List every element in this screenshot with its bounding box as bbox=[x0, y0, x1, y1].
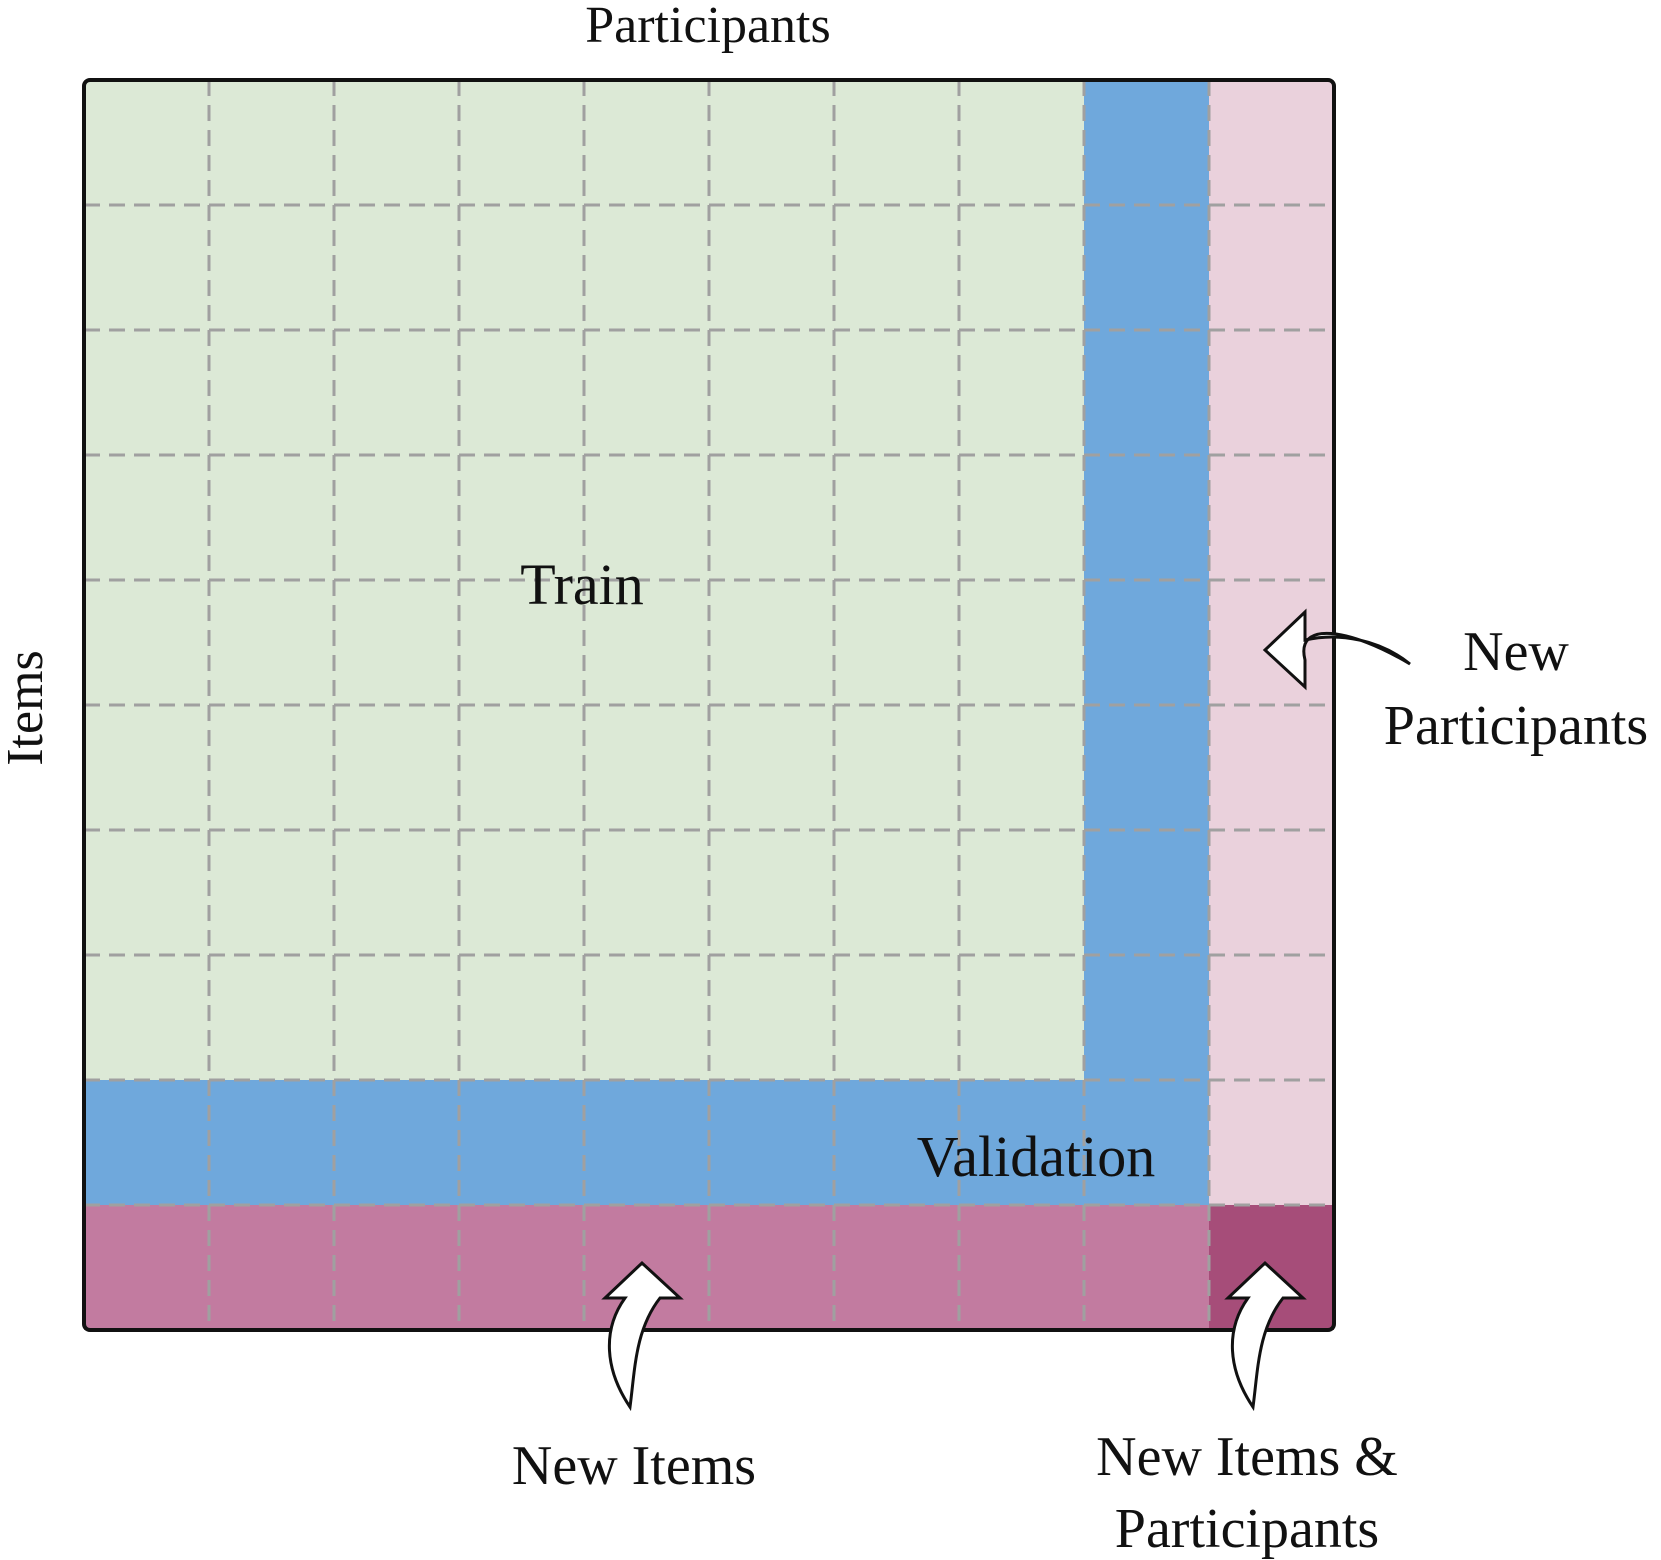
matrix-border bbox=[82, 78, 1336, 1332]
validation-label: Validation bbox=[917, 1124, 1155, 1189]
new-items-label: New Items bbox=[512, 1435, 756, 1497]
train-label: Train bbox=[520, 552, 644, 617]
new-items-arrow-icon bbox=[601, 1260, 684, 1412]
new-items-and-participants-arrow-icon bbox=[1224, 1260, 1307, 1412]
new-items-and-participants-label-line2: Participants bbox=[1115, 1498, 1379, 1560]
left-axis-label: Items bbox=[0, 650, 54, 766]
new-participants-label-line2: Participants bbox=[1384, 695, 1648, 757]
new-participants-arrow-icon bbox=[1262, 608, 1411, 691]
top-axis-label: Participants bbox=[585, 0, 831, 54]
matrix-gridlines bbox=[84, 80, 1334, 1330]
new-participants-label-line1: New bbox=[1463, 621, 1569, 683]
new-items-and-participants-label-line1: New Items & bbox=[1096, 1426, 1398, 1488]
